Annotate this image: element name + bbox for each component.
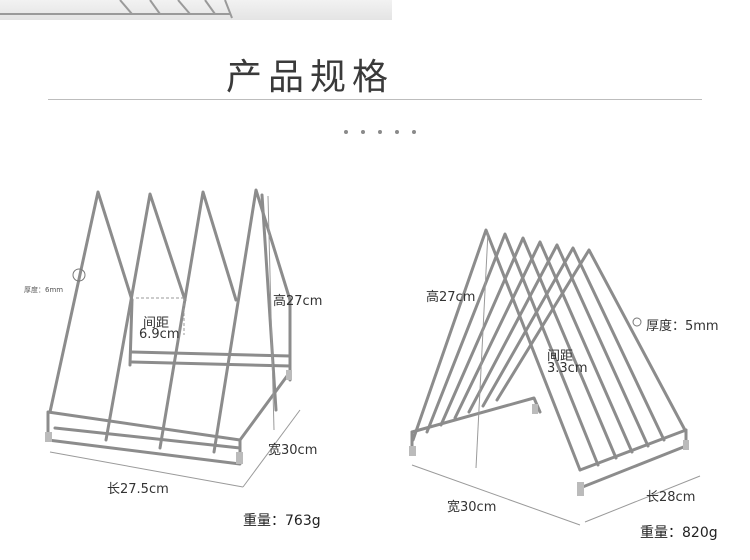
left-length-label: 长27.5cm	[107, 482, 169, 497]
right-spacing-label: 间距	[547, 349, 574, 364]
right-thickness-label: 厚度：5mm	[646, 319, 719, 334]
right-spacing-value: 3.3cm	[547, 361, 588, 376]
dot-icon	[412, 130, 416, 134]
left-spacing-label: 间距	[143, 316, 170, 331]
right-length-label: 长28cm	[646, 490, 696, 505]
right-height-label: 高27cm	[426, 290, 476, 305]
dot-icon	[344, 130, 348, 134]
rack-fragment-graphic	[0, 0, 233, 19]
section-title: 产品规格	[225, 57, 394, 98]
dot-icon	[378, 130, 382, 134]
right-weight-label: 重量：820g	[640, 525, 718, 541]
left-weight-label: 重量：763g	[243, 513, 321, 529]
left-width-label: 宽30cm	[268, 443, 318, 458]
top-product-image-fragment	[0, 0, 392, 20]
right-width-label: 宽30cm	[447, 500, 497, 515]
dot-icon	[395, 130, 399, 134]
title-divider	[48, 99, 702, 100]
left-height-label: 高27cm	[273, 294, 323, 309]
left-spacing-value: 6.9cm	[139, 327, 180, 342]
dot-icon	[361, 130, 365, 134]
decorative-dots	[344, 130, 416, 134]
left-thickness-label: 厚度：6mm	[24, 286, 64, 294]
